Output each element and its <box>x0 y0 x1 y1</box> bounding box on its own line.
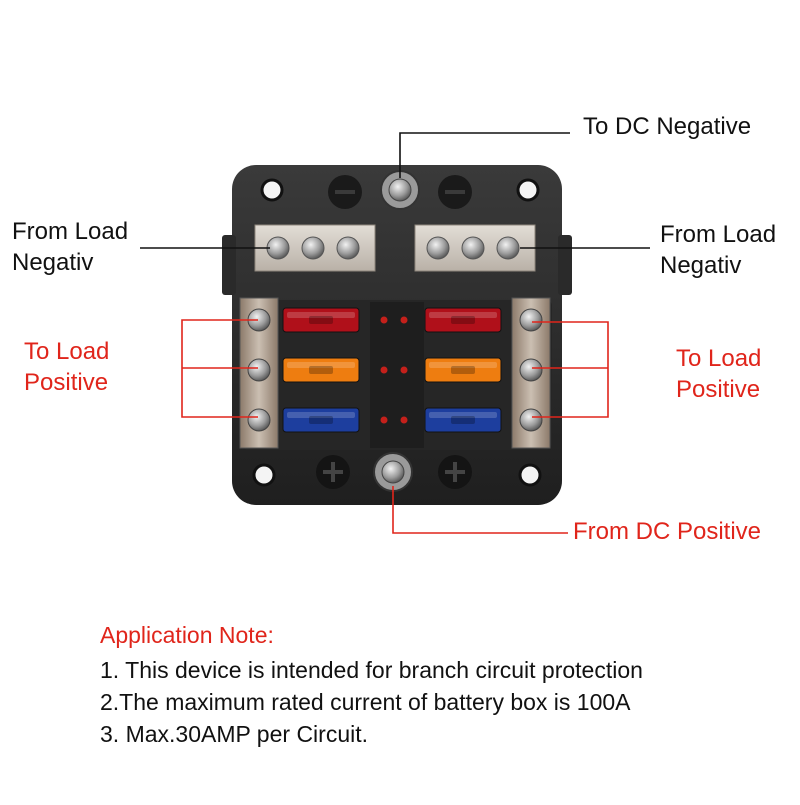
application-note: Application Note: 1. This device is inte… <box>100 620 790 750</box>
label-line: Negativ <box>660 252 742 279</box>
positive-terminals-left <box>239 297 279 449</box>
leader-lines-red <box>181 319 609 534</box>
blade-fuse-red <box>424 307 502 333</box>
from-load-negative-right-label: From Load Negativ <box>660 219 776 281</box>
blade-fuse-blue <box>424 407 502 433</box>
indicator-led <box>380 366 388 374</box>
label-line: To Load <box>676 345 762 372</box>
terminal-screw <box>247 408 271 432</box>
terminal-screw <box>519 358 543 382</box>
to-load-positive-right-label: To Load Positive <box>676 343 761 405</box>
to-load-positive-left-label: To Load Positive <box>24 336 109 398</box>
mounting-holes <box>252 178 542 487</box>
label-line: Negativ <box>12 249 94 276</box>
label-line: To Load <box>24 338 110 365</box>
indicator-led <box>400 316 408 324</box>
terminal-screw <box>519 408 543 432</box>
negative-bus-bar-left <box>254 224 376 272</box>
blade-fuse-blue <box>282 407 360 433</box>
application-note-line: 2.The maximum rated current of battery b… <box>100 689 631 715</box>
from-load-negative-left-label: From Load Negativ <box>12 216 128 278</box>
negative-bus-bar-right <box>414 224 536 272</box>
negative-stud <box>380 170 420 210</box>
blade-fuse-red <box>282 307 360 333</box>
plus-symbol-icon <box>316 455 472 489</box>
blade-fuse-orange <box>424 357 502 383</box>
indicator-leds <box>380 316 408 424</box>
minus-symbol-icon <box>328 175 472 209</box>
application-note-line: 1. This device is intended for branch ci… <box>100 657 643 683</box>
blade-fuse-orange <box>282 357 360 383</box>
positive-terminals-right <box>511 297 551 449</box>
application-note-line: 3. Max.30AMP per Circuit. <box>100 721 369 747</box>
positive-stud <box>373 452 413 492</box>
label-line: Positive <box>24 369 109 396</box>
fuses <box>282 307 502 433</box>
indicator-led <box>400 416 408 424</box>
application-note-title: Application Note: <box>100 622 274 648</box>
terminal-screw <box>519 308 543 332</box>
terminal-screw <box>247 358 271 382</box>
label-line: From Load <box>12 218 129 245</box>
indicator-led <box>380 416 388 424</box>
indicator-led <box>400 366 408 374</box>
to-dc-negative-label: To DC Negative <box>583 113 752 140</box>
label-line: From Load <box>660 221 777 248</box>
label-line: Positive <box>676 376 761 403</box>
indicator-led <box>380 316 388 324</box>
from-dc-positive-label: From DC Positive <box>573 518 762 545</box>
leader-lines-black <box>140 132 650 249</box>
